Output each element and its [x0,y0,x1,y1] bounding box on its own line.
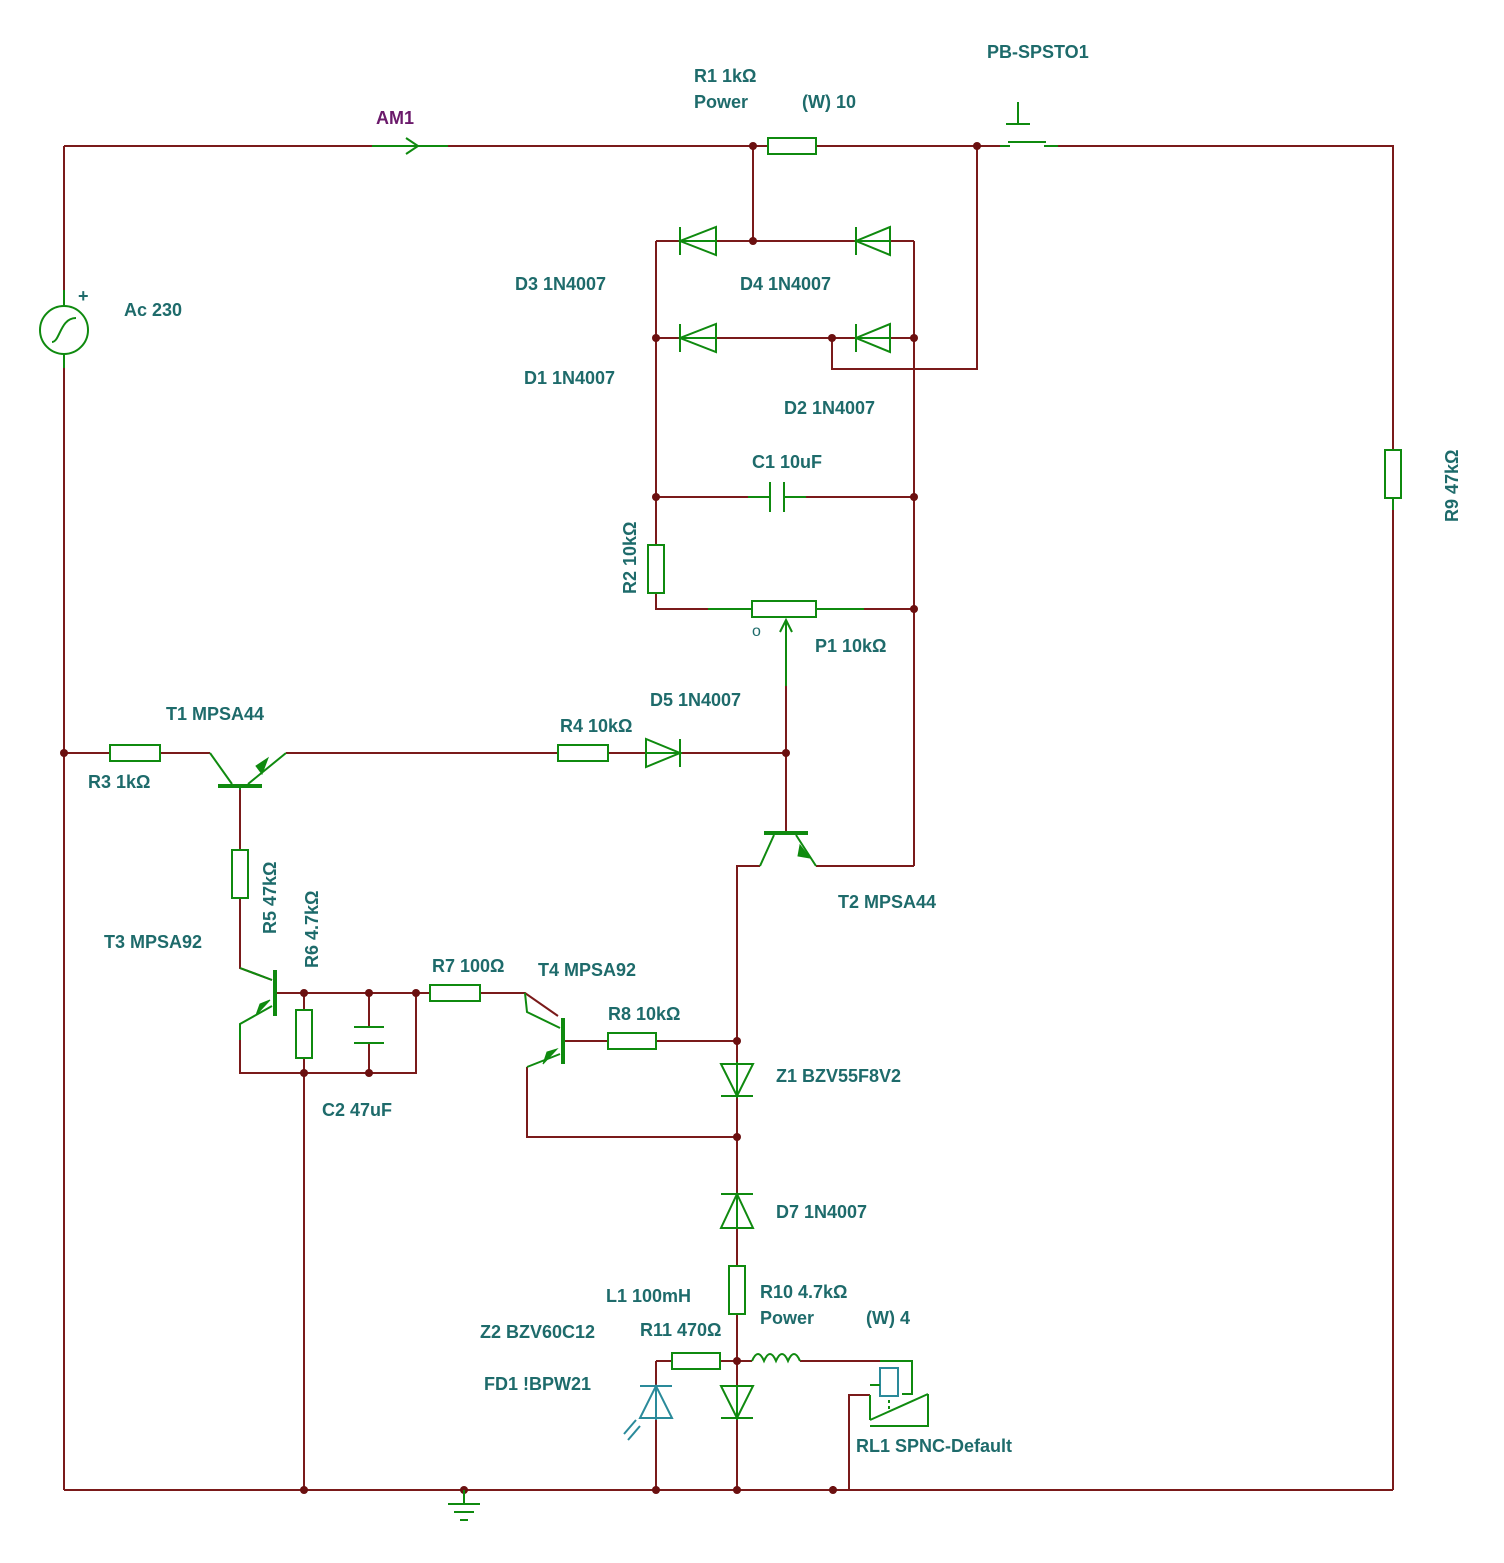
label-ac-plus: + [78,286,89,306]
diode-d2 [853,322,891,354]
label-p1-wiper: o [752,623,761,640]
ground-icon [448,1490,480,1521]
label-am1: AM1 [376,108,414,128]
label-d5: D5 1N4007 [650,690,741,710]
label-r4: R4 10kΩ [560,716,632,736]
label-r2: R2 10kΩ [620,522,640,594]
label-r5: R5 47kΩ [260,862,280,934]
label-p1: P1 10kΩ [815,636,886,656]
label-d7: D7 1N4007 [776,1202,867,1222]
label-r1: R1 1kΩ [694,66,756,86]
resistor-r10 [728,1265,746,1315]
capacitor-c1 [748,482,806,512]
label-fd1: FD1 !BPW21 [484,1374,591,1394]
label-r9: R9 47kΩ [1442,450,1462,522]
inductor-l1 [751,1353,801,1364]
resistor-r4 [557,744,609,762]
label-r8: R8 10kΩ [608,1004,680,1024]
label-r10-watts: (W) 4 [866,1308,910,1328]
resistor-r3 [109,744,161,762]
zener-z2 [719,1385,755,1421]
transistor-t1 [209,752,287,790]
transistor-t3 [239,967,277,1040]
resistor-r7 [429,984,481,1002]
relay-rl1 [869,1360,929,1427]
label-d2: D2 1N4007 [784,398,875,418]
label-t2: T2 MPSA44 [838,892,936,912]
resistor-r9 [1384,449,1402,499]
label-l1: L1 100mH [606,1286,691,1306]
label-r6: R6 4.7kΩ [302,891,322,968]
label-c1: C1 10uF [752,452,822,472]
ac-source [39,290,89,368]
resistor-r6 [295,1009,313,1059]
resistor-r2 [647,544,665,594]
label-z2: Z2 BZV60C12 [480,1322,595,1342]
label-r1-power: Power [694,92,748,112]
label-t1: T1 MPSA44 [166,704,264,724]
label-r7: R7 100Ω [432,956,504,976]
label-r10-power: Power [760,1308,814,1328]
potentiometer-p1 [708,600,864,686]
labels: R1 1kΩ Power (W) 10 PB-SPSTO1 AM1 Ac 230… [78,42,1462,1456]
label-r11: R11 470Ω [640,1320,722,1340]
transistor-t2 [759,831,817,867]
diode-d1 [677,322,717,354]
label-r3: R3 1kΩ [88,772,150,792]
label-d1: D1 1N4007 [524,368,615,388]
resistor-r5 [231,849,249,899]
diode-d7 [719,1191,755,1229]
pushbutton-pb [1000,102,1058,147]
label-t4: T4 MPSA92 [538,960,636,980]
transistor-t4 [524,992,565,1068]
label-t3: T3 MPSA92 [104,932,202,952]
label-c2: C2 47uF [322,1100,392,1120]
photodiode-fd1 [623,1383,674,1441]
label-z1: Z1 BZV55F8V2 [776,1066,901,1086]
resistor-r11 [671,1352,721,1370]
ammeter-am1 [372,137,448,155]
label-rl1: RL1 SPNC-Default [856,1436,1012,1456]
label-d3: D3 1N4007 [515,274,606,294]
label-pb: PB-SPSTO1 [987,42,1089,62]
diode-d5 [645,737,683,769]
diode-d4 [853,225,891,257]
resistor-r1 [767,137,817,155]
label-r10: R10 4.7kΩ [760,1282,848,1302]
capacitor-c2 [354,1026,384,1044]
label-ac: Ac 230 [124,300,182,320]
zener-z1 [719,1062,755,1099]
resistor-r8 [607,1032,657,1050]
label-d4: D4 1N4007 [740,274,831,294]
label-r1-watts: (W) 10 [802,92,856,112]
diode-d3 [677,225,717,257]
